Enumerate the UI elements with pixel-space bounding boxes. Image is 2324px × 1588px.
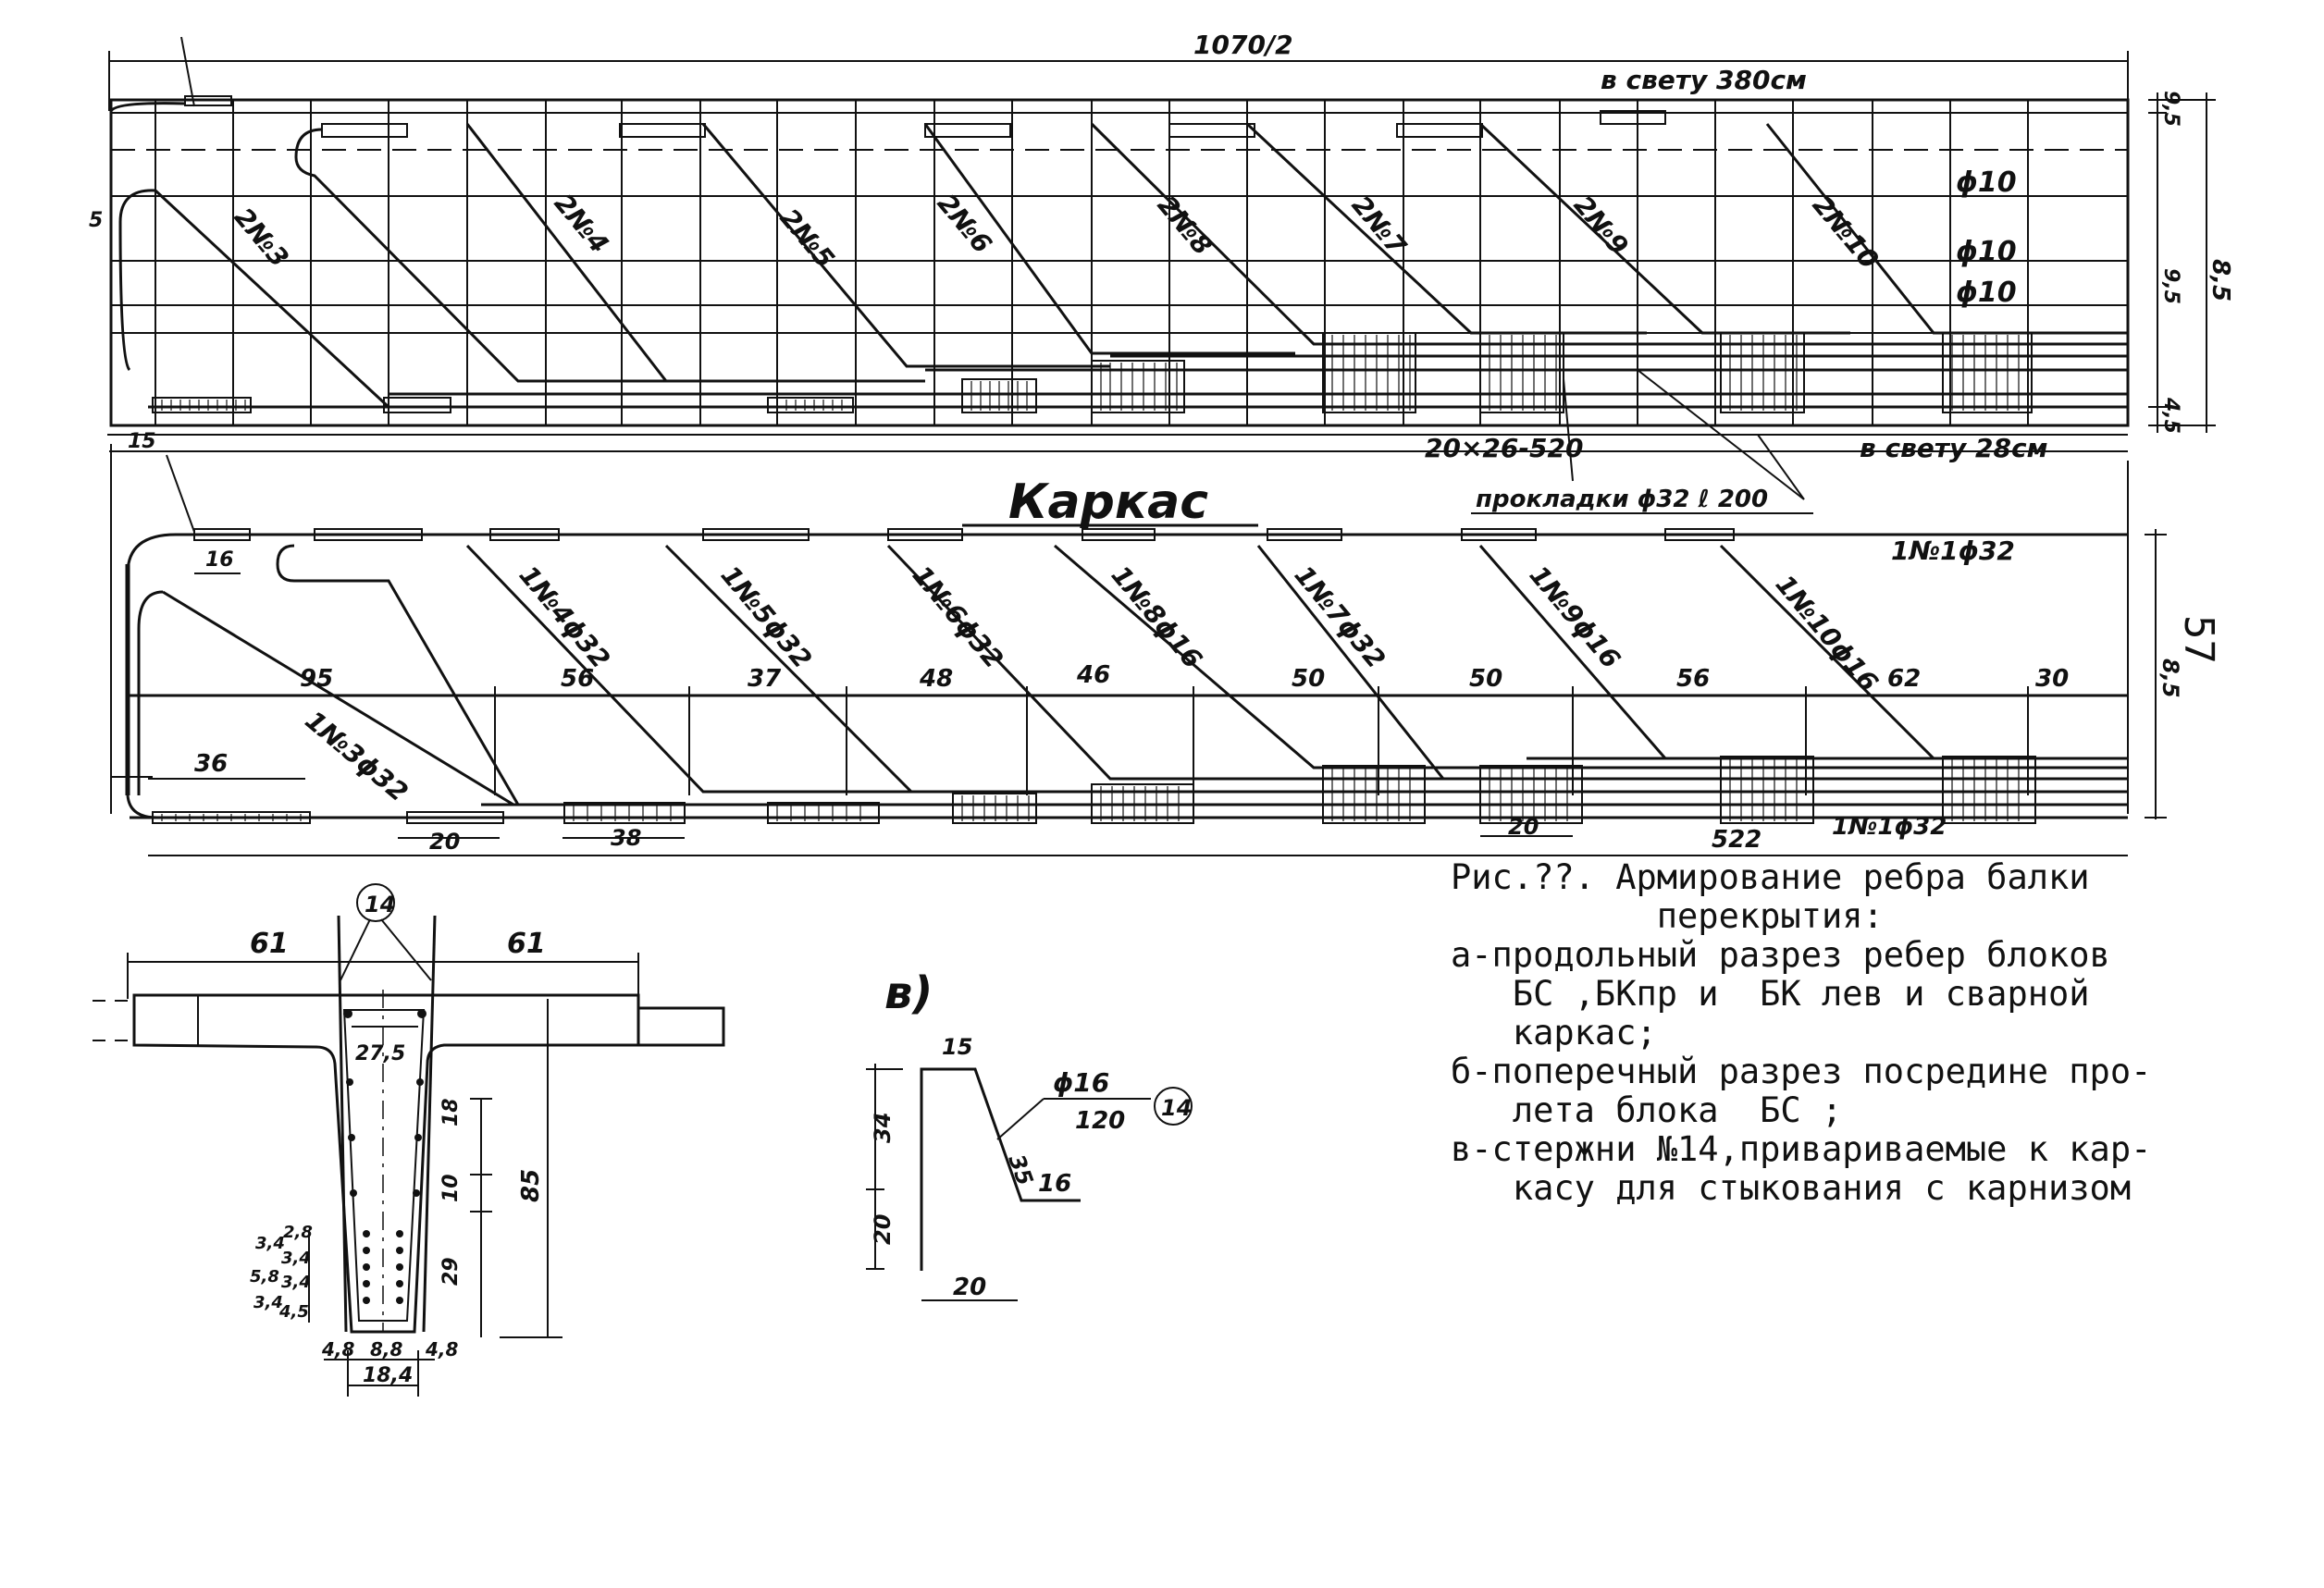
- frame-bottom-bar: 1№1ϕ32: [1832, 813, 1947, 841]
- caption-line: а-продольный разрез ребер блоков: [1451, 935, 2110, 975]
- frame-small-dim: 16: [205, 548, 234, 572]
- overall-dimension: 1070/2: [1193, 30, 1293, 60]
- frame-spacing-dim: 50: [1292, 665, 1325, 693]
- detail-diameter: ϕ16: [1053, 1067, 1109, 1098]
- frame-spacing-dim: 48: [919, 665, 953, 693]
- bar-detail-labels: в) 15 ϕ16 120 14 35 16 34 20 20: [870, 967, 1192, 1301]
- frame-bar-label: 1№4ϕ32: [513, 560, 616, 674]
- detail-lower-dim: 20: [870, 1214, 896, 1245]
- detail-length: 120: [1075, 1107, 1125, 1135]
- left-stack-dim: 3,4: [281, 1249, 311, 1268]
- clear-span-bottom: в свету 28см: [1860, 433, 2047, 463]
- left-stack-dim: 3,4: [255, 1234, 285, 1253]
- detail-top-dim: 15: [942, 1034, 972, 1060]
- plan-bar-label: 2№5: [774, 203, 841, 274]
- cross-section: [93, 883, 725, 1397]
- plan-diameter-label: ϕ10: [1956, 236, 2017, 268]
- frame-bar-label: 1№5ϕ32: [715, 560, 818, 674]
- frame-title: Каркас: [1008, 474, 1208, 530]
- plan-bar-label: 2№8: [1152, 190, 1218, 261]
- bar-detail: [866, 1064, 1193, 1301]
- left-stack-dim: 5,8: [250, 1267, 279, 1286]
- frame-bottom-dim: 522: [1712, 826, 1762, 854]
- caption-line: в-стержни №14,привариваемые к кар-: [1451, 1129, 2152, 1169]
- detail-callout: 14: [1161, 1095, 1192, 1121]
- caption-line: б-поперечный разрез посредине про-: [1451, 1052, 2152, 1091]
- left-stack-dim: 3,4: [253, 1293, 283, 1312]
- page-number: 57: [2175, 615, 2222, 664]
- bottom-part-dim: 8,8: [370, 1338, 403, 1360]
- frame-bottom-dim: 20: [1508, 814, 1539, 840]
- clear-span-top: в свету 380см: [1601, 65, 1807, 95]
- plan-diameter-label: ϕ10: [1956, 277, 2017, 309]
- frame-spacing-dim: 56: [1676, 665, 1710, 693]
- plan-bar-label: 2№9: [1568, 190, 1635, 261]
- frame-spacing-dim: 62: [1887, 665, 1921, 693]
- spacing-dimension: 20×26-520: [1425, 433, 1583, 463]
- frame-spacing-dim: 50: [1469, 665, 1502, 693]
- detail-upper-dim: 34: [870, 1113, 896, 1143]
- left-stack-dim: 3,4: [281, 1273, 311, 1292]
- frame-top-bar: 1№1ϕ32: [1891, 535, 2015, 566]
- caption-line: перекрытия:: [1451, 896, 1884, 936]
- frame-bar-label: 1№6ϕ32: [907, 560, 1009, 674]
- right-dimension: 4,5: [2159, 397, 2182, 434]
- dim-10: 10: [439, 1174, 463, 1202]
- frame-right-dim: 8,5: [2157, 659, 2183, 698]
- section-labels: 61 61 14 27,5 18 10 29 85 3,4 2,8 3,4 5,…: [250, 892, 546, 1387]
- caption-line: Рис.??. Армирование ребра балки: [1451, 857, 2090, 897]
- plan-bar-label: 2№4: [549, 188, 615, 259]
- inner-width-dim: 27,5: [355, 1042, 405, 1065]
- frame-bar-label: 1№8ϕ16: [1106, 560, 1208, 674]
- left-stack-dim: 4,5: [278, 1302, 309, 1322]
- right-dimension: 8,5: [2207, 259, 2234, 302]
- plan-diameter-label: ϕ10: [1956, 166, 2017, 199]
- right-dimension: 9,5: [2159, 268, 2182, 304]
- caption-line: БС ,БКпр и БК лев и сварной: [1451, 974, 2090, 1014]
- section-rebars: [343, 1009, 426, 1304]
- detail-width-dim: 20: [953, 1274, 986, 1301]
- flange-right-dim: 61: [507, 928, 546, 960]
- frame-spacing-dim: 30: [2035, 665, 2069, 693]
- frame-spacing-dim: 37: [748, 665, 782, 693]
- plan-view: [107, 36, 2216, 500]
- frame-bar-label: 1№3ϕ32: [300, 705, 414, 807]
- frame-view: [109, 444, 2167, 856]
- plan-bar-label: 2№6: [932, 188, 998, 259]
- detail-slant-dim: 35: [1003, 1151, 1038, 1188]
- frame-spacing-dim: 56: [561, 665, 594, 693]
- frame-bottom-dim: 36: [194, 750, 228, 778]
- spacer-note: прокладки ϕ32 ℓ 200: [1476, 486, 1768, 513]
- frame-bar-label: 1№10ϕ16: [1770, 569, 1885, 697]
- detail-label: в): [884, 967, 933, 1019]
- frame-bar-label: 1№7ϕ32: [1289, 560, 1391, 674]
- frame-bottom-dim: 20: [429, 829, 460, 855]
- flange-left-dim: 61: [250, 928, 289, 960]
- caption-line: касу для стыкования с карнизом: [1451, 1168, 2132, 1208]
- frame-bar-label: 1№9ϕ16: [1524, 560, 1626, 674]
- section-height: 85: [517, 1169, 545, 1202]
- frame-bottom-dim: 38: [611, 825, 641, 851]
- dim-18: 18: [439, 1098, 463, 1126]
- figure-caption: Рис.??. Армирование ребра балки перекрыт…: [1451, 858, 2283, 1208]
- plan-grid: [111, 100, 2128, 425]
- caption-line: каркас;: [1451, 1013, 1657, 1053]
- frame-top-dim: 15: [128, 430, 156, 453]
- caption-line: лета блока БС ;: [1451, 1090, 1843, 1130]
- dim-29: 29: [439, 1257, 463, 1286]
- right-dimension: 9,5: [2159, 91, 2182, 127]
- frame-spacing-dim: 46: [1076, 661, 1110, 689]
- bottom-part-dim: 4,8: [321, 1338, 355, 1360]
- bottom-total-dim: 18,4: [363, 1364, 413, 1387]
- left-stack-dim: 2,8: [283, 1223, 313, 1242]
- plan-bar-label: 2№3: [229, 202, 295, 273]
- detail-foot-dim: 16: [1038, 1170, 1071, 1198]
- section-callout: 14: [365, 892, 395, 917]
- frame-spacing-dim: 95: [300, 665, 333, 693]
- left-small-dim: 5: [89, 209, 103, 232]
- bottom-part-dim: 4,8: [425, 1338, 459, 1360]
